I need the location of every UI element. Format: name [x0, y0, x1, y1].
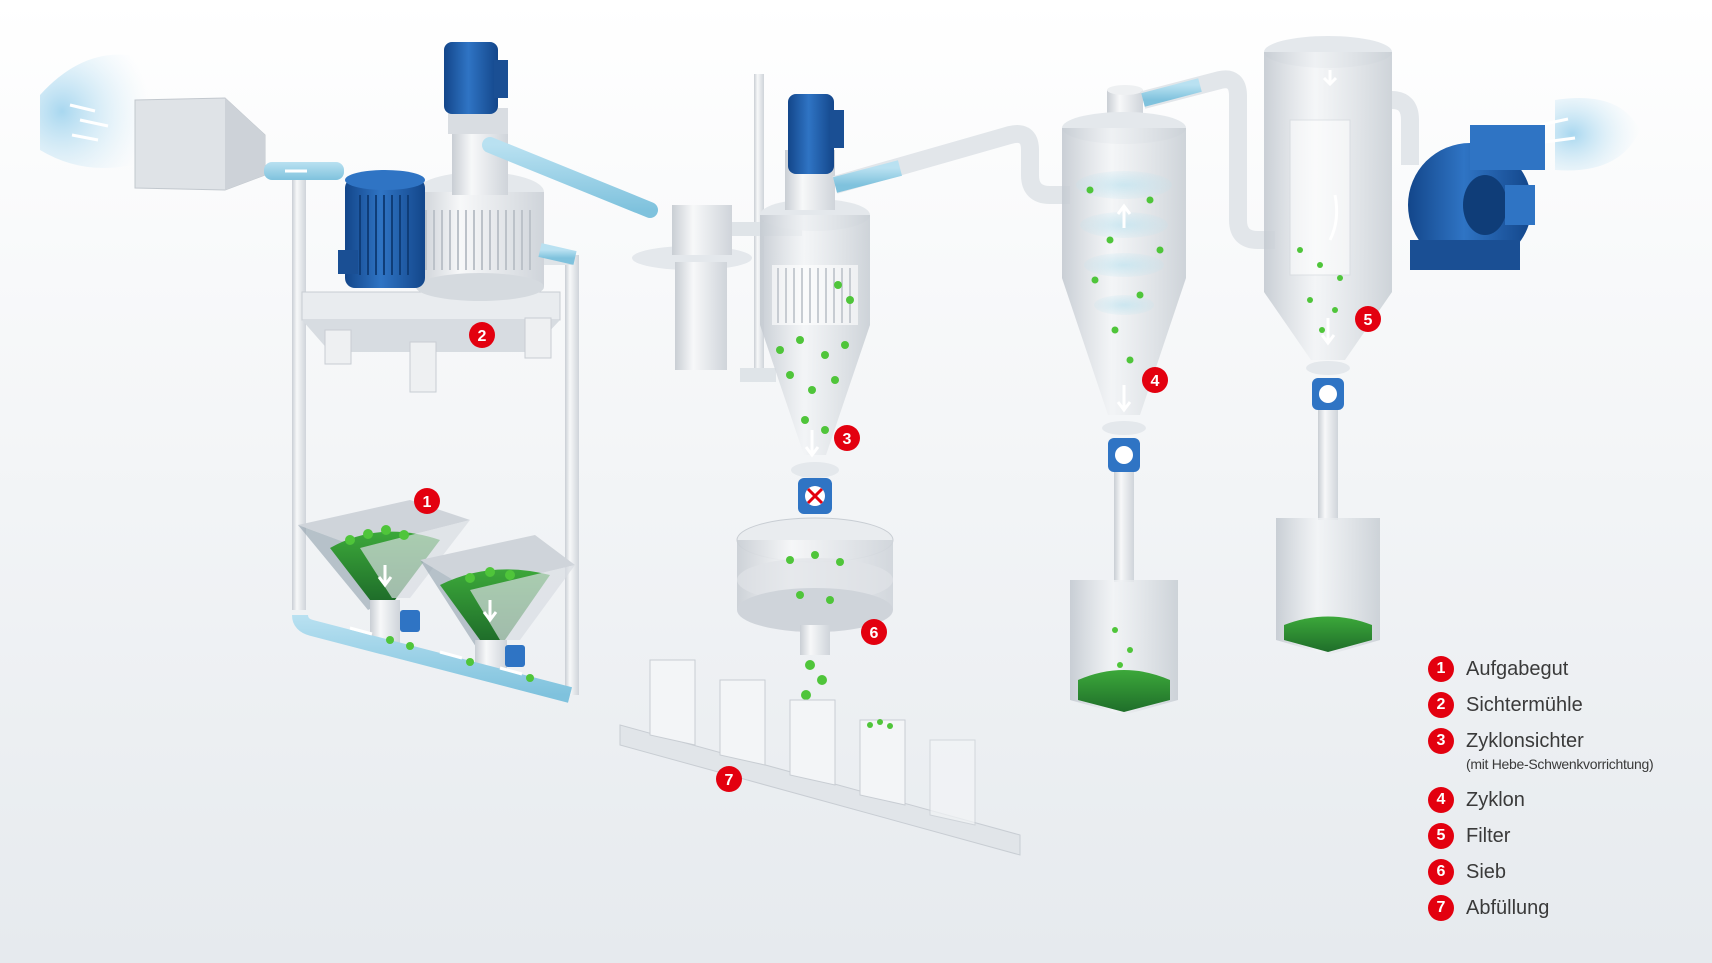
legend-label: Zyklonsichter — [1466, 730, 1584, 752]
legend-number: 3 — [1428, 728, 1454, 754]
legend-number: 7 — [1428, 895, 1454, 921]
marker-4-label: 4 — [1151, 373, 1160, 390]
marker-3-label: 3 — [843, 431, 852, 448]
legend-item-sieb: 6 Sieb — [1428, 857, 1698, 893]
legend-number: 1 — [1428, 656, 1454, 682]
legend-label: Filter — [1466, 825, 1511, 847]
air-inlet — [40, 54, 344, 191]
legend-number: 4 — [1428, 787, 1454, 813]
marker-2-label: 2 — [478, 328, 487, 345]
marker-3: 3 — [834, 425, 860, 451]
legend-label: Abfüllung — [1466, 897, 1550, 919]
legend-item-abfuellung: 7 Abfüllung — [1428, 893, 1698, 929]
marker-7: 7 — [716, 766, 742, 792]
legend-label: Sieb — [1466, 861, 1507, 883]
marker-5-label: 5 — [1364, 312, 1373, 329]
marker-6: 6 — [861, 619, 887, 645]
marker-1-label: 1 — [423, 494, 432, 511]
legend-item-filter: 5 Filter — [1428, 821, 1698, 857]
classifier-mill — [292, 42, 658, 695]
legend-number: 2 — [1428, 692, 1454, 718]
feed-hoppers — [292, 500, 575, 703]
filter — [1264, 36, 1419, 655]
legend-item-zyklon: 4 Zyklon — [1428, 785, 1698, 821]
marker-5: 5 — [1355, 306, 1381, 332]
exhaust-fan — [1408, 98, 1640, 270]
filling-line — [619, 659, 1021, 856]
legend-number: 5 — [1428, 823, 1454, 849]
marker-4: 4 — [1142, 367, 1168, 393]
marker-7-label: 7 — [725, 772, 734, 789]
sieve — [736, 517, 894, 713]
cyclone-classifier — [632, 74, 1070, 514]
legend-label: Sichtermühle — [1466, 694, 1583, 716]
cyclone — [1062, 70, 1275, 715]
marker-6-label: 6 — [870, 625, 879, 642]
legend-sublabel: (mit Hebe-Schwenkvorrichtung) — [1466, 756, 1654, 772]
legend-label: Zyklon — [1466, 789, 1525, 811]
legend-item-zyklonsichter: 3 Zyklonsichter (mit Hebe-Schwenkvorrich… — [1428, 726, 1698, 785]
legend-item-sichtermuehle: 2 Sichtermühle — [1428, 690, 1698, 726]
marker-1: 1 — [414, 488, 440, 514]
marker-2: 2 — [469, 322, 495, 348]
legend-item-aufgabegut: 1 Aufgabegut — [1428, 654, 1698, 690]
legend-label: Aufgabegut — [1466, 658, 1569, 680]
legend-number: 6 — [1428, 859, 1454, 885]
legend: 1 Aufgabegut 2 Sichtermühle 3 Zyklonsich… — [1428, 654, 1698, 929]
